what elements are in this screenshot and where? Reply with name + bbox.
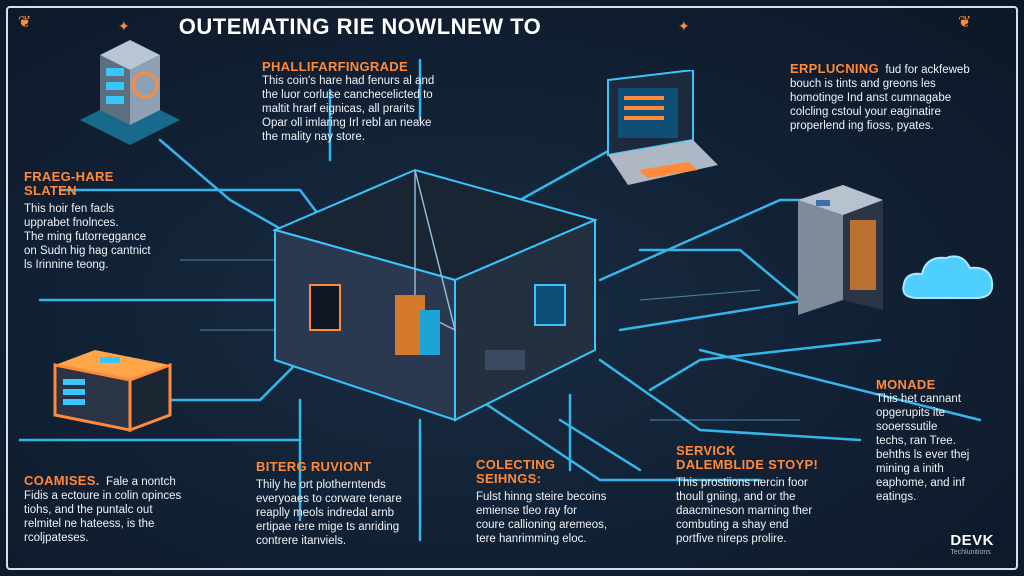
right-ornament-icon: ❦ <box>958 14 972 31</box>
bottom-1-line: Fale a nontch <box>106 476 176 488</box>
left-ornament-icon: ❦ <box>18 14 32 31</box>
bottom-block-1: COAMISES. Fale a nontch Fidis a ectoure … <box>24 474 234 545</box>
right-mid-line: This het cannant <box>876 393 962 405</box>
left-mid-line: The ming futorreggance <box>24 231 147 243</box>
hardware-box-icon <box>53 350 172 433</box>
bottom-4-line: combuting a shay end <box>676 519 789 531</box>
top-right-title-row: ERPLUCNING fud for ackfeweb <box>790 62 1000 77</box>
top-right-line: bouch is tints and greons les <box>790 78 936 90</box>
storage-server-icon <box>798 185 883 315</box>
right-mid-line: opgerupits ite <box>876 407 946 419</box>
bottom-3-line: tere hanrimming eloc. <box>476 533 587 545</box>
bottom-1-line: tiohs, and the puntalc out <box>24 504 153 516</box>
bottom-4-line: daacmineson marning ther <box>676 505 813 517</box>
cloud-icon <box>902 255 994 299</box>
right-mid-heading: MONADE <box>876 377 936 392</box>
right-mid-line: sooerssutile <box>876 421 938 433</box>
server-rack-icon <box>80 40 180 145</box>
top-center-line: the luor corluse canchecelicted to <box>262 89 433 101</box>
right-mid-line: behths ls ever thej <box>876 449 970 461</box>
brand-logo: DEVK Techlunitions <box>950 532 994 556</box>
bottom-2-heading: BITERG RUVIONT <box>256 459 372 474</box>
bottom-2-line: contrere itanviels. <box>256 535 347 547</box>
bottom-1-line: relmitel ne hateess, is the <box>24 518 155 530</box>
top-right-line: properlend ing fioss, pyates. <box>790 120 934 132</box>
top-right-line: colcling cstoul your eaginatire <box>790 106 941 118</box>
top-center-line: Opar oll imlaring Irl rebl an neake <box>262 117 432 129</box>
bottom-2-line: everyoaes to corware tenare <box>256 493 402 505</box>
bottom-4-line: thoull gniing, and or the <box>676 491 796 503</box>
bottom-2-line: ertipae rere mige ts anriding <box>256 521 400 533</box>
top-right-heading: ERPLUCNING <box>790 61 879 76</box>
bottom-4-line: This prostiions nercin foor <box>676 477 808 489</box>
top-center-line: This coin's hare had fenurs al and <box>262 75 435 87</box>
top-center-line: maltit hrarf eignicas, all prarits <box>262 103 415 115</box>
bottom-3-line: emiense tleo ray for <box>476 505 577 517</box>
title-left-spark-icon: ✦ <box>118 18 130 34</box>
top-center-block: PHALLIFARFINGRADE This coin's hare had f… <box>262 60 502 144</box>
right-mid-line: eatings. <box>876 491 917 503</box>
top-right-line: homotinge Ind anst cumnagabe <box>790 92 952 104</box>
bottom-3-line: coure callioning aremeos, <box>476 519 608 531</box>
top-right-block: ERPLUCNING fud for ackfeweb bouch is tin… <box>790 62 1000 133</box>
bottom-2-line: reaplly meols indredal arnb <box>256 507 395 519</box>
right-mid-line: eaphome, and inf <box>876 477 965 489</box>
outer-frame <box>6 6 1018 570</box>
left-mid-heading: FRAEG-HARE <box>24 169 114 184</box>
right-mid-line: mining a inith <box>876 463 944 475</box>
left-mid-line: on Sudn hig hag cantnict <box>24 245 151 257</box>
bottom-1-line: rcoljpateses. <box>24 532 89 544</box>
bottom-block-4: SERVICK DALEMBLIDE STOYP! This prostiion… <box>676 444 856 546</box>
top-center-heading: PHALLIFARFINGRADE <box>262 59 408 74</box>
bottom-3-line: Fulst hinng steire becoins <box>476 491 607 503</box>
bottom-4-subheading: DALEMBLIDE STOYP! <box>676 457 819 472</box>
bottom-3-heading: COLECTING <box>476 457 556 472</box>
bottom-2-line: Thily he ort plotherntends <box>256 479 386 491</box>
bottom-block-3: COLECTING SEIHNGS: Fulst hinng steire be… <box>476 458 656 546</box>
brand-tagline: Techlunitions <box>950 549 991 556</box>
left-mid-line: upprabet fnolnces. <box>24 217 119 229</box>
bottom-4-line: portfive nireps prolire. <box>676 533 787 545</box>
page-title: OUTEMATING RIE NOWLNEW TO <box>178 14 542 39</box>
left-mid-subheading: SLATEN <box>24 183 77 198</box>
bottom-4-heading: SERVICK <box>676 443 736 458</box>
top-center-line: the mality nay store. <box>262 131 365 143</box>
isometric-room-icon <box>271 168 599 422</box>
right-mid-block: MONADE This het cannant opgerupits ite s… <box>876 378 1006 504</box>
title-right-spark-icon: ✦ <box>678 18 690 34</box>
bottom-3-subheading: SEIHNGS: <box>476 471 542 486</box>
laptop-icon <box>607 70 718 185</box>
brand-name: DEVK <box>950 532 994 549</box>
bottom-1-line: Fidis a ectoure in colin opinces <box>24 490 182 502</box>
left-mid-line: This hoir fen facls <box>24 203 115 215</box>
bottom-1-heading: COAMISES. <box>24 473 100 488</box>
right-mid-line: techs, ran Tree. <box>876 435 956 447</box>
left-mid-line: ls Irinnine teong. <box>24 259 109 271</box>
top-right-line: fud for ackfeweb <box>885 64 970 76</box>
bottom-1-title-row: COAMISES. Fale a nontch <box>24 474 234 489</box>
bottom-block-2: BITERG RUVIONT Thily he ort plotherntend… <box>256 460 456 548</box>
left-mid-block: FRAEG-HARE SLATEN This hoir fen facls up… <box>24 170 194 272</box>
